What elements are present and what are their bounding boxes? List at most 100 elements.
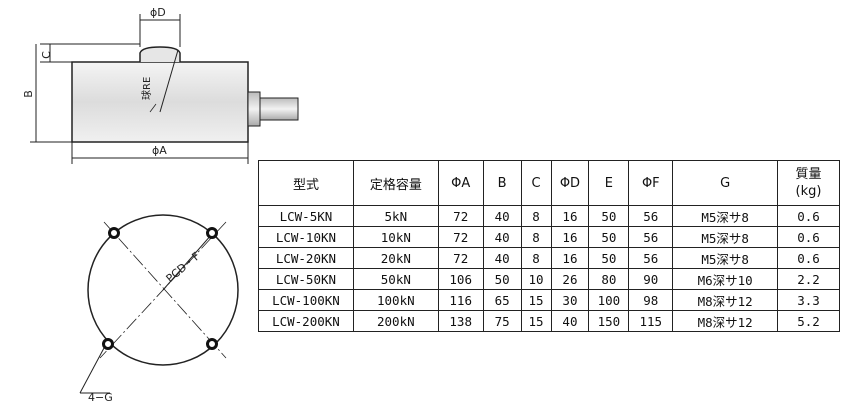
header-model: 型式	[258, 160, 354, 206]
cell-A: 116	[437, 289, 484, 311]
cell-model: LCW-5KN	[258, 205, 354, 227]
dim-A-label: ϕA	[152, 144, 167, 157]
cell-E: 80	[588, 268, 630, 290]
cell-F: 98	[628, 289, 674, 311]
cell-D: 16	[550, 226, 590, 248]
cell-D: 16	[550, 247, 590, 269]
cell-D: 30	[550, 289, 590, 311]
pcd-label: PCD・F	[164, 250, 203, 286]
cell-capacity: 5kN	[352, 205, 439, 227]
mounting-hole	[102, 338, 114, 350]
cell-B: 40	[482, 247, 522, 269]
side-view	[30, 14, 299, 164]
cell-E: 50	[588, 205, 630, 227]
cell-model: LCW-20KN	[258, 247, 354, 269]
dim-B-label: B	[22, 90, 35, 98]
cell-model: LCW-200KN	[258, 310, 354, 332]
cell-F: 115	[628, 310, 674, 332]
table-row: LCW-10KN 10kN 72 40 8 16 50 56 M5深サ8 0.6	[258, 226, 840, 248]
cell-C: 8	[520, 205, 552, 227]
cell-capacity: 20kN	[352, 247, 439, 269]
header-C: C	[520, 160, 552, 206]
cell-mass: 5.2	[777, 310, 840, 332]
header-mass: 質量 (kg)	[777, 160, 840, 206]
cell-A: 72	[437, 247, 484, 269]
mounting-hole	[206, 338, 218, 350]
cell-G: M5深サ8	[672, 247, 779, 269]
cell-G: M8深サ12	[672, 310, 779, 332]
header-G: G	[672, 160, 779, 206]
holes-label: 4−G	[88, 391, 113, 404]
cell-D: 26	[550, 268, 590, 290]
sphere-radius-label: 球RE	[140, 77, 153, 100]
load-button	[139, 46, 181, 62]
cell-A: 72	[437, 205, 484, 227]
cell-B: 50	[482, 268, 522, 290]
cell-D: 40	[550, 310, 590, 332]
load-cell-body	[71, 61, 249, 143]
cell-capacity: 10kN	[352, 226, 439, 248]
cell-C: 15	[520, 289, 552, 311]
cell-B: 75	[482, 310, 522, 332]
cell-mass: 0.6	[777, 247, 840, 269]
cell-F: 90	[628, 268, 674, 290]
cell-E: 50	[588, 226, 630, 248]
cell-E: 100	[588, 289, 630, 311]
mounting-holes	[102, 227, 218, 350]
top-view	[79, 214, 239, 394]
header-A: ΦA	[437, 160, 484, 206]
header-mass-line1: 質量	[795, 167, 822, 182]
cell-capacity: 200kN	[352, 310, 439, 332]
cell-C: 15	[520, 310, 552, 332]
mounting-hole	[108, 227, 120, 239]
cell-F: 56	[628, 247, 674, 269]
cell-G: M5深サ8	[672, 205, 779, 227]
cell-C: 8	[520, 247, 552, 269]
cell-mass: 0.6	[777, 226, 840, 248]
cell-model: LCW-10KN	[258, 226, 354, 248]
dim-D-label: ϕD	[150, 6, 166, 19]
cell-G: M5深サ8	[672, 226, 779, 248]
cell-mass: 0.6	[777, 205, 840, 227]
table-row: LCW-50KN 50kN 106 50 10 26 80 90 M6深サ10 …	[258, 268, 840, 290]
body-outline	[87, 214, 239, 366]
cell-G: M8深サ12	[672, 289, 779, 311]
dim-C-label: C	[40, 51, 53, 59]
spec-table: 型式 定格容量 ΦA B C ΦD E ΦF G 質量 (kg) LCW-5KN …	[258, 160, 840, 332]
cell-mass: 2.2	[777, 268, 840, 290]
cable	[259, 97, 299, 121]
header-mass-line2: (kg)	[795, 184, 822, 199]
cell-A: 138	[437, 310, 484, 332]
cell-A: 72	[437, 226, 484, 248]
cable-connector	[247, 91, 261, 127]
cell-model: LCW-50KN	[258, 268, 354, 290]
cell-B: 40	[482, 226, 522, 248]
cell-C: 8	[520, 226, 552, 248]
cell-E: 150	[588, 310, 630, 332]
cell-mass: 3.3	[777, 289, 840, 311]
header-B: B	[482, 160, 522, 206]
cell-G: M6深サ10	[672, 268, 779, 290]
header-D: ΦD	[550, 160, 590, 206]
cell-B: 65	[482, 289, 522, 311]
header-capacity: 定格容量	[352, 160, 439, 206]
cell-capacity: 50kN	[352, 268, 439, 290]
cell-F: 56	[628, 226, 674, 248]
table-row: LCW-100KN 100kN 116 65 15 30 100 98 M8深サ…	[258, 289, 840, 311]
cell-capacity: 100kN	[352, 289, 439, 311]
header-E: E	[588, 160, 630, 206]
cell-D: 16	[550, 205, 590, 227]
cell-C: 10	[520, 268, 552, 290]
cell-B: 40	[482, 205, 522, 227]
table-row: LCW-20KN 20kN 72 40 8 16 50 56 M5深サ8 0.6	[258, 247, 840, 269]
header-F: ΦF	[628, 160, 674, 206]
cell-A: 106	[437, 268, 484, 290]
table-row: LCW-200KN 200kN 138 75 15 40 150 115 M8深…	[258, 310, 840, 332]
table-row: LCW-5KN 5kN 72 40 8 16 50 56 M5深サ8 0.6	[258, 205, 840, 227]
table-header-row: 型式 定格容量 ΦA B C ΦD E ΦF G 質量 (kg)	[258, 160, 840, 206]
cell-F: 56	[628, 205, 674, 227]
cell-model: LCW-100KN	[258, 289, 354, 311]
cell-E: 50	[588, 247, 630, 269]
mounting-hole	[206, 227, 218, 239]
